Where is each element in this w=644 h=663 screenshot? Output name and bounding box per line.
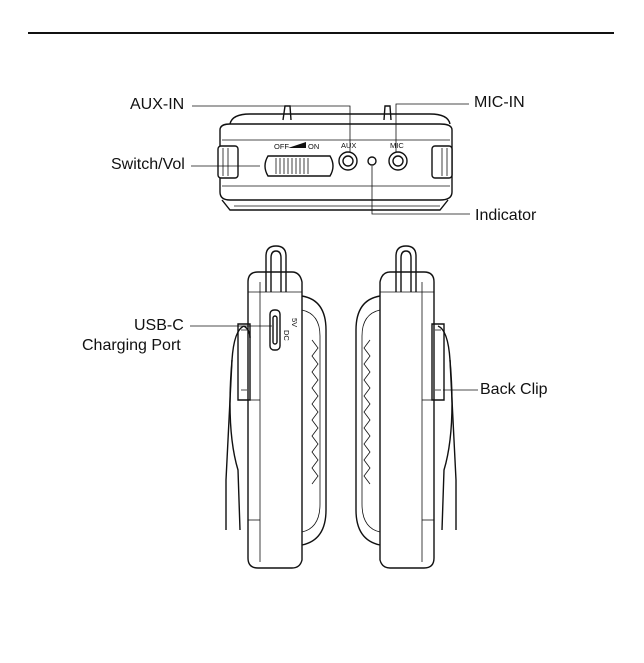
volume-wheel: [265, 156, 333, 176]
usbc-label-line2: Charging Port: [82, 337, 181, 355]
top-strap-left: [283, 106, 291, 120]
aux-marking: AUX: [341, 141, 356, 150]
back-clip-label: Back Clip: [480, 381, 548, 399]
left-back-clip: [226, 326, 244, 530]
aux-in-label: AUX-IN: [130, 96, 184, 114]
right-speaker-front: [356, 296, 380, 545]
right-side-view: [356, 246, 456, 568]
left-speaker-front: [302, 296, 326, 545]
switch-vol-label: Switch/Vol: [111, 156, 185, 174]
aux-jack: [339, 152, 357, 170]
side-callouts: [190, 326, 478, 390]
mic-jack: [389, 152, 407, 170]
mic-marking: MIC: [390, 141, 404, 150]
dc-marking: DC: [282, 330, 291, 341]
top-strap-right: [384, 106, 391, 120]
right-body: [380, 272, 434, 568]
mic-in-label: MIC-IN: [474, 94, 525, 112]
off-marking: OFF: [274, 142, 289, 151]
top-body: [220, 124, 452, 200]
usbc-label-line1: USB-C: [134, 317, 184, 335]
on-marking: ON: [308, 142, 319, 151]
top-view: OFF ON AUX MIC: [218, 106, 452, 210]
indicator-light: [368, 157, 376, 165]
top-upper-band: [230, 114, 450, 124]
top-lower-band: [222, 200, 448, 210]
five-v-marking: 5V: [290, 318, 299, 327]
left-side-view: 5V DC: [226, 246, 326, 568]
volume-ramp-icon: [288, 142, 306, 148]
indicator-label: Indicator: [475, 207, 536, 225]
right-back-clip: [438, 326, 456, 530]
